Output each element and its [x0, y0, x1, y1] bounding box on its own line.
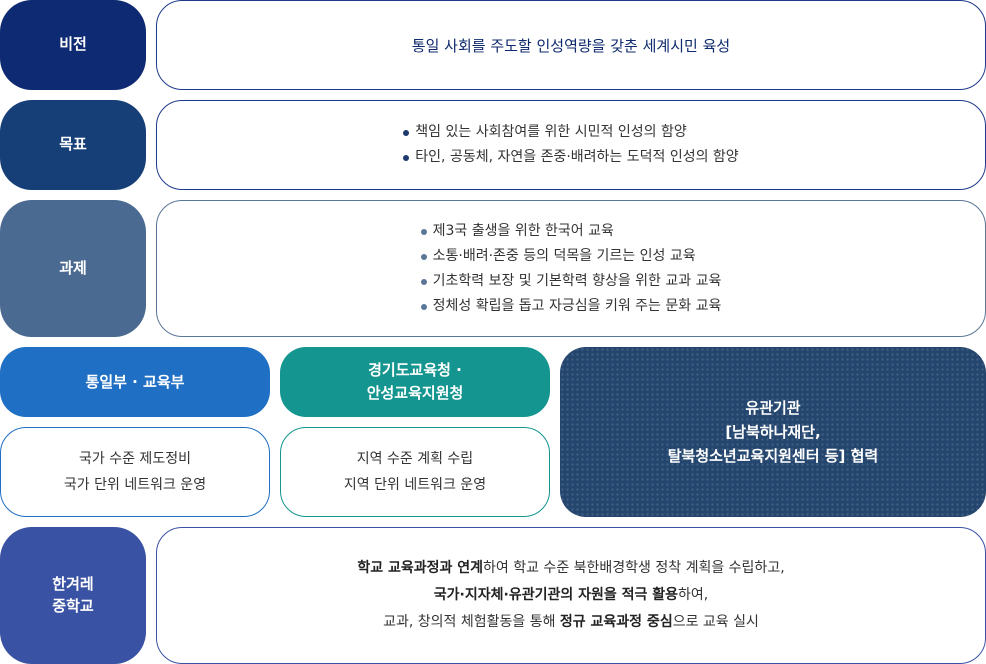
goal-label: 목표: [0, 100, 146, 190]
school-line-3: 교과, 창의적 체험활동을 통해 정규 교육과정 중심으로 교육 실시: [383, 614, 759, 630]
office-body: 지역 수준 계획 수립 지역 단위 네트워크 운영: [280, 427, 550, 517]
school-line-1: 학교 교육과정과 연계하여 학교 수준 북한배경학생 정착 계획을 수립하고,: [357, 560, 785, 576]
office-line: 지역 수준 계획 수립: [356, 451, 474, 467]
school-panel: 학교 교육과정과 연계하여 학교 수준 북한배경학생 정착 계획을 수립하고, …: [156, 527, 986, 664]
task-item: 기초학력 보장 및 기본학력 향상을 위한 교과 교육: [420, 269, 721, 294]
task-item: 소통·배려·존중 등의 덕목을 기르는 인성 교육: [420, 244, 722, 269]
partner-line: 유관기관: [745, 399, 801, 417]
school-label-line: 중학교: [52, 596, 94, 615]
goal-list: 책임 있는 사회참여를 위한 시민적 인성의 함양 타인, 공동체, 자연을 존…: [403, 120, 739, 170]
school-label-line: 한겨레: [52, 574, 94, 593]
task-panel: 제3국 출생을 위한 한국어 교육 소통·배려·존중 등의 덕목을 기르는 인성…: [156, 200, 986, 337]
goal-item: 타인, 공동체, 자연을 존중·배려하는 도덕적 인성의 함양: [403, 145, 739, 170]
goal-item: 책임 있는 사회참여를 위한 시민적 인성의 함양: [403, 120, 738, 145]
vision-label-text: 비전: [59, 35, 87, 54]
school-description: 학교 교육과정과 연계하여 학교 수준 북한배경학생 정착 계획을 수립하고, …: [357, 555, 784, 636]
office-line: 지역 단위 네트워크 운영: [343, 477, 487, 493]
school-label: 한겨레 중학교: [0, 527, 146, 664]
ministry-header: 통일부 · 교육부: [0, 347, 270, 417]
office-title-line: 경기도교육청 ·: [368, 361, 462, 379]
office-header: 경기도교육청 · 안성교육지원청: [280, 347, 550, 417]
task-list: 제3국 출생을 위한 한국어 교육 소통·배려·존중 등의 덕목을 기르는 인성…: [420, 219, 722, 319]
school-line-2: 국가·지자체·유관기관의 자원을 적극 활용하여,: [433, 587, 709, 603]
vision-panel: 통일 사회를 주도할 인성역량을 갖춘 세계시민 육성: [156, 0, 986, 90]
partner-line: [남북하나재단,: [725, 423, 821, 441]
task-label: 과제: [0, 200, 146, 337]
goal-label-text: 목표: [59, 135, 87, 154]
partner-line: 탈북청소년교육지원센터 등] 협력: [667, 447, 879, 465]
ministry-line: 국가 수준 제도정비: [79, 451, 191, 467]
goal-panel: 책임 있는 사회참여를 위한 시민적 인성의 함양 타인, 공동체, 자연을 존…: [156, 100, 986, 190]
ministry-line: 국가 단위 네트워크 운영: [63, 477, 207, 493]
task-item: 정체성 확립을 돕고 자긍심을 키워 주는 문화 교육: [420, 294, 721, 319]
office-title-line: 안성교육지원청: [366, 384, 464, 402]
ministry-body: 국가 수준 제도정비 국가 단위 네트워크 운영: [0, 427, 270, 517]
vision-text: 통일 사회를 주도할 인성역량을 갖춘 세계시민 육성: [411, 36, 731, 55]
vision-label: 비전: [0, 0, 146, 90]
task-item: 제3국 출생을 위한 한국어 교육: [420, 219, 722, 244]
ministry-title: 통일부 · 교육부: [85, 372, 185, 391]
partner-box: 유관기관 [남북하나재단, 탈북청소년교육지원센터 등] 협력: [560, 347, 986, 517]
task-label-text: 과제: [59, 258, 87, 277]
